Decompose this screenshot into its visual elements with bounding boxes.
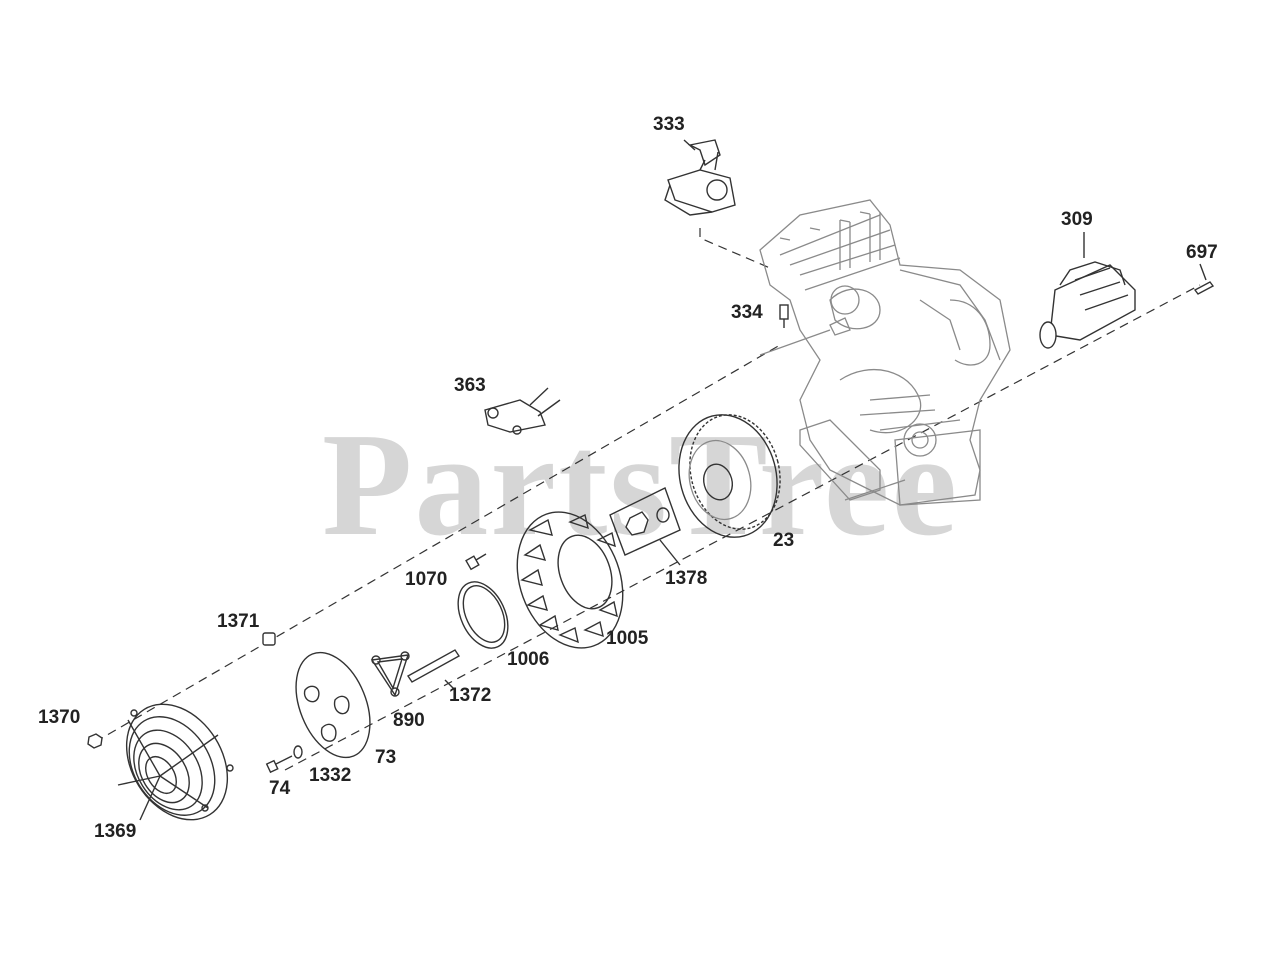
part-label-333[interactable]: 333 bbox=[653, 114, 685, 135]
part-label-74[interactable]: 74 bbox=[269, 778, 291, 799]
part-label-890[interactable]: 890 bbox=[393, 710, 425, 731]
part-label-1070[interactable]: 1070 bbox=[405, 569, 448, 590]
nut-1370-icon bbox=[87, 733, 103, 749]
spacer-1371-icon bbox=[262, 632, 276, 646]
gasket-1006-icon bbox=[457, 581, 509, 649]
part-label-1006[interactable]: 1006 bbox=[507, 649, 550, 670]
bolt-1070-icon bbox=[465, 553, 487, 571]
part-label-73[interactable]: 73 bbox=[375, 747, 397, 768]
fan-guard-icon bbox=[117, 703, 234, 821]
cover-plate-73-icon bbox=[295, 651, 371, 759]
bolt-334-icon bbox=[779, 304, 789, 328]
part-label-1370[interactable]: 1370 bbox=[38, 707, 81, 728]
part-label-23[interactable]: 23 bbox=[773, 530, 795, 551]
bracket-363-icon bbox=[484, 387, 561, 435]
part-label-697[interactable]: 697 bbox=[1186, 242, 1218, 263]
part-label-1372[interactable]: 1372 bbox=[449, 685, 492, 706]
cooling-fan-icon bbox=[516, 511, 624, 649]
engine-block-icon bbox=[759, 199, 1011, 506]
bolt-74-icon bbox=[265, 755, 293, 774]
bolt-697-icon bbox=[1193, 263, 1215, 295]
assembly-axis-lower bbox=[284, 284, 1201, 771]
part-label-334[interactable]: 334 bbox=[731, 302, 763, 323]
shaft-1372-icon bbox=[406, 649, 461, 691]
part-label-309[interactable]: 309 bbox=[1061, 209, 1093, 230]
coil-axis bbox=[699, 228, 771, 269]
bracket-890-icon bbox=[370, 651, 410, 697]
part-label-363[interactable]: 363 bbox=[454, 375, 486, 396]
part-label-1005[interactable]: 1005 bbox=[606, 628, 649, 649]
flywheel-icon bbox=[678, 414, 781, 538]
part-label-1332[interactable]: 1332 bbox=[309, 765, 352, 786]
assembly-axis-upper bbox=[94, 344, 781, 743]
part-label-1371[interactable]: 1371 bbox=[217, 611, 260, 632]
part-label-1369[interactable]: 1369 bbox=[94, 821, 137, 842]
washer-1332-icon bbox=[293, 745, 303, 759]
starter-motor-icon bbox=[1039, 232, 1136, 349]
part-label-1378[interactable]: 1378 bbox=[665, 568, 708, 589]
nut-washer-1378-icon bbox=[609, 487, 681, 566]
ignition-coil-icon bbox=[664, 139, 736, 216]
